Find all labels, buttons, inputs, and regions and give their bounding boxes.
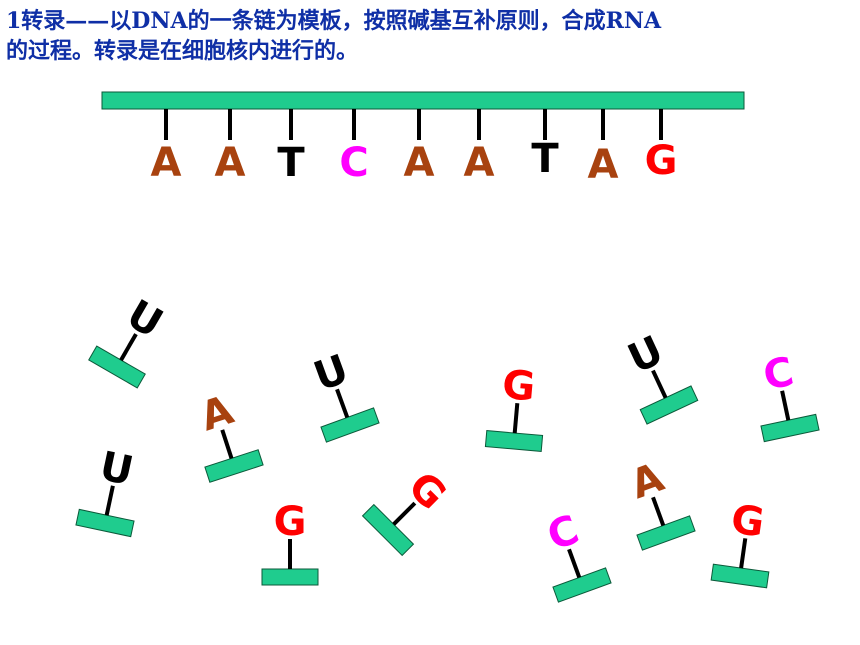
dna-base-letter: A (215, 140, 246, 186)
dna-base-letter: T (277, 140, 305, 186)
nucleotide-base-letter: A (195, 387, 239, 440)
nucleotide-stem (739, 538, 748, 569)
dna-base-letter: A (404, 140, 435, 186)
nucleotide-base-letter: U (96, 443, 137, 495)
nucleotide-stem (335, 388, 350, 419)
nucleotide-base-letter: U (308, 346, 354, 400)
nucleotide-sugar-rect (320, 407, 380, 443)
nucleotide-sugar-rect (639, 385, 699, 425)
nucleotide-sugar-rect (552, 567, 612, 603)
free-nucleotide: U (75, 443, 137, 538)
free-nucleotide: U (308, 346, 380, 443)
nucleotide-stem (220, 429, 234, 460)
nucleotide-sugar-rect (636, 515, 696, 551)
dna-base-letter: A (588, 142, 619, 188)
free-nucleotide: U (88, 291, 170, 389)
free-nucleotide: G (261, 499, 319, 586)
nucleotide-stem (567, 548, 582, 579)
dna-base-letter: A (464, 140, 495, 186)
nucleotide-sugar-rect (88, 345, 146, 389)
nucleotide-stem (104, 485, 115, 516)
nucleotide-base-letter: G (500, 362, 537, 411)
nucleotide-stem (651, 496, 666, 527)
free-nucleotide: A (195, 387, 264, 483)
dna-base-letter: G (645, 138, 678, 184)
nucleotide-sugar-rect (484, 430, 544, 452)
title-line-2: 的过程。转录是在细胞核内进行的。 (6, 38, 359, 64)
slide-title: 1转录——以DNA的一条链为模板，按照碱基互补原则，合成RNA 的过程。转录是在… (6, 6, 856, 66)
nucleotide-sugar-rect (261, 568, 319, 586)
nucleotide-stem (780, 390, 791, 421)
dna-base-letter: C (339, 140, 368, 186)
nucleotide-base-letter: U (621, 327, 670, 382)
nucleotide-base-letter: C (759, 349, 797, 400)
nucleotide-base-letter: C (542, 507, 585, 560)
nucleotide-stem (119, 333, 138, 362)
title-line-1: 1转录——以DNA的一条链为模板，按照碱基互补原则，合成RNA (6, 8, 662, 34)
free-nucleotide: G (361, 463, 455, 557)
dna-base-letter: T (531, 136, 559, 182)
dna-base-letter: A (151, 140, 182, 186)
free-nucleotide: G (484, 362, 544, 452)
nucleotide-base-letter: U (119, 291, 170, 347)
nucleotide-base-letter: G (274, 499, 307, 545)
free-nucleotide: A (625, 454, 696, 551)
free-nucleotide: U (621, 327, 699, 425)
nucleotide-base-letter: A (625, 454, 670, 508)
nucleotide-stem (392, 501, 417, 526)
nucleotide-stem (651, 369, 668, 399)
nucleotide-sugar-rect (710, 563, 770, 589)
free-nucleotide: G (710, 496, 770, 589)
free-nucleotide: C (759, 349, 820, 443)
nucleotide-stem (512, 402, 520, 434)
dna-template-backbone (101, 91, 745, 110)
free-nucleotide: C (542, 507, 612, 603)
nucleotide-sugar-rect (204, 449, 264, 483)
nucleotide-base-letter: G (728, 496, 767, 546)
